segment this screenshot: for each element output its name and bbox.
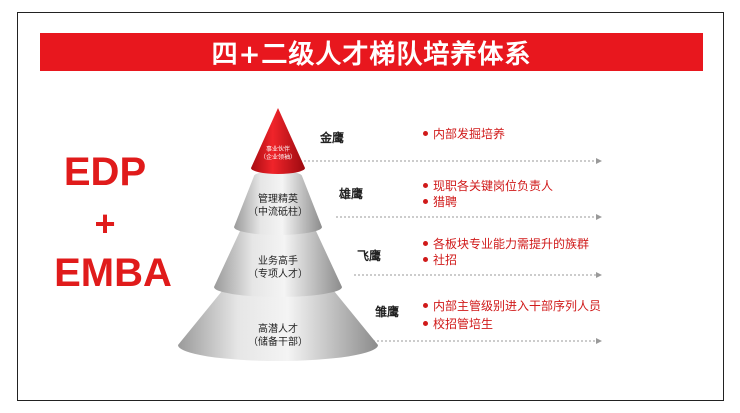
tier-2-shape (234, 171, 322, 235)
tier-1-sub: （企业领袖） (259, 154, 296, 161)
tier-2-role: 管理精英 (258, 194, 298, 205)
tier-2-rank: 雄鹰 (339, 187, 364, 201)
slide-frame: 四+二级人才梯队培养体系 EDP + EMBA (17, 12, 724, 401)
tier-1-rank: 金鹰 (320, 131, 345, 145)
bullet-dot (423, 131, 428, 136)
tier-4-bullet-1: 内部主管级别进入干部序列人员 (423, 297, 601, 314)
program-edp: EDP (63, 150, 147, 194)
tier-2-bullet-2: 猎聘 (423, 193, 457, 210)
title-banner: 四+二级人才梯队培养体系 (40, 33, 703, 71)
program-plus: + (94, 203, 116, 244)
tier-4-role: 高潜人才 (258, 324, 298, 335)
tier-4-shape (178, 283, 378, 361)
arrowhead-4 (596, 338, 602, 344)
tier-1-bullet-1: 内部发掘培养 (423, 125, 505, 142)
bullet-dot (423, 183, 428, 188)
tier-4-rank: 雏鹰 (375, 305, 400, 319)
dashed-guide-lines (288, 160, 596, 342)
guide-arrowheads (596, 158, 602, 344)
tier-1-shape (251, 108, 305, 174)
tier-1-role: 事业伙伴 (265, 146, 290, 153)
tier-2-sub: （中流砥柱） (248, 207, 308, 218)
bullet-dot (423, 257, 428, 262)
bullet-dot (423, 199, 428, 204)
bullet-dot (423, 303, 428, 308)
bullet-dot (423, 321, 428, 326)
talent-pyramid (178, 108, 602, 361)
page-title: 四+二级人才梯队培养体系 (211, 39, 532, 70)
tier-3-role: 业务高手 (258, 256, 298, 267)
tier-4-bullet-2: 校招管培生 (423, 315, 493, 332)
tier-3-rank: 飞鹰 (357, 249, 382, 263)
tier-2-bullet-1: 现职各关键岗位负责人 (423, 177, 553, 194)
bullet-dot (423, 241, 428, 246)
tier-1-label: 事业伙伴 （企业领袖） (246, 146, 310, 162)
tier-3-sub: （专项人才） (248, 269, 308, 280)
tier-2-label: 管理精英 （中流砥柱） (238, 193, 318, 219)
tier-4-label: 高潜人才 （储备干部） (228, 323, 328, 349)
arrowhead-3 (596, 272, 602, 278)
arrowhead-1 (596, 158, 602, 164)
program-emba: EMBA (54, 251, 172, 295)
arrowhead-2 (596, 214, 602, 220)
tier-3-shape (214, 225, 342, 297)
tier-3-label: 业务高手 （专项人才） (233, 255, 323, 281)
tier-3-bullet-2: 社招 (423, 251, 457, 268)
tier-3-bullet-1: 各板块专业能力需提升的族群 (423, 235, 589, 252)
tier-4-sub: （储备干部） (248, 337, 308, 348)
